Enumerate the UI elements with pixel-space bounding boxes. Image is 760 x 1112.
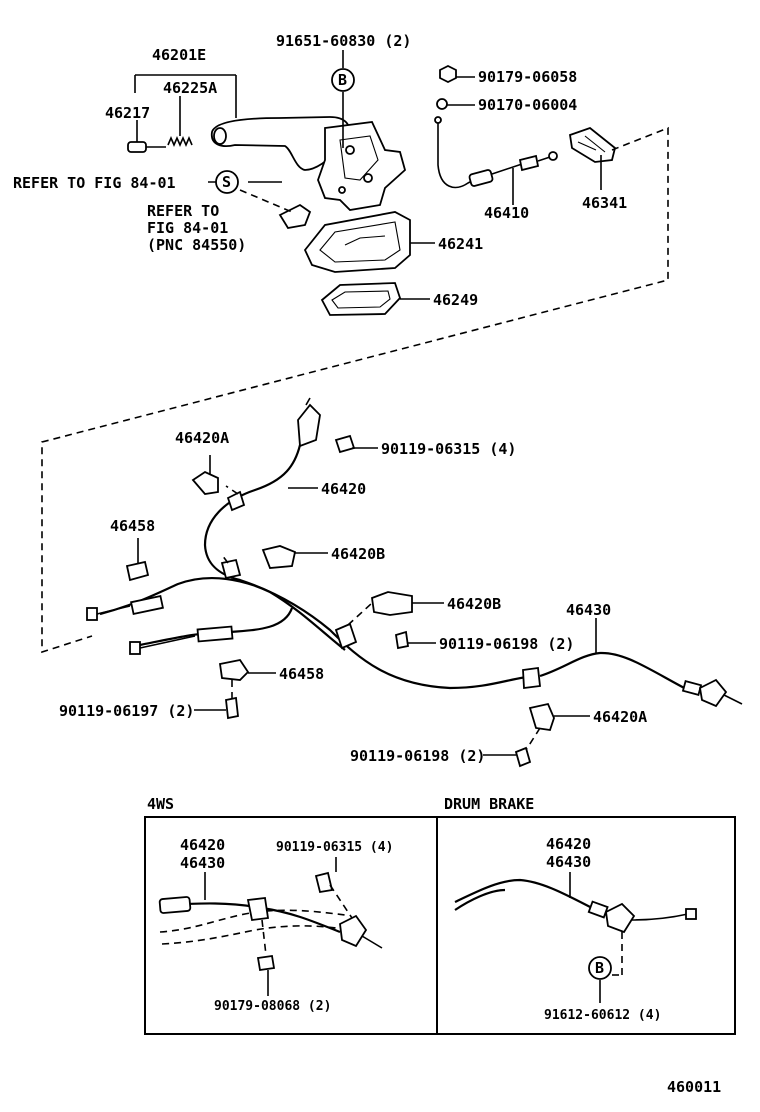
ref-b-label: B xyxy=(338,71,347,89)
inset-4ws-label-90179-08068: 90179-08068 (2) xyxy=(214,999,331,1014)
label-46201E: 46201E xyxy=(152,46,206,64)
label-46420A-bot: 46420A xyxy=(593,708,647,726)
inset-4ws-label-90119-06315: 90119-06315 (4) xyxy=(276,840,393,855)
label-46420A-top: 46420A xyxy=(175,429,229,447)
label-pnc-84550: (PNC 84550) xyxy=(147,236,246,254)
label-46420: 46420 xyxy=(321,480,366,498)
inset-drum-label-91612: 91612-60612 (4) xyxy=(544,1008,661,1023)
label-46420B-1: 46420B xyxy=(331,545,385,563)
label-46430: 46430 xyxy=(566,601,611,619)
ref-s-circle xyxy=(215,170,239,194)
label-fig-84-01: FIG 84-01 xyxy=(147,219,228,237)
ref-s-label: S xyxy=(222,173,231,191)
inset-drum-ref-b-circle xyxy=(588,956,612,980)
label-refer-to: REFER TO xyxy=(147,202,219,220)
lever-assembly xyxy=(127,64,617,316)
label-90119-06198-b: 90119-06198 (2) xyxy=(350,747,485,765)
label-46341: 46341 xyxy=(582,194,627,212)
inset-drum xyxy=(454,872,697,1003)
inset-4ws-label-46430: 46430 xyxy=(180,854,225,872)
label-90179-06058: 90179-06058 xyxy=(478,68,577,86)
inset-drum-label-46420: 46420 xyxy=(546,835,591,853)
inset-drum-ref-b: B xyxy=(595,959,604,977)
label-46420B-2: 46420B xyxy=(447,595,501,613)
inset-frame xyxy=(144,816,736,1035)
label-46458-bot: 46458 xyxy=(279,665,324,683)
inset-4ws-label-46420: 46420 xyxy=(180,836,225,854)
label-91651-60830: 91651-60830 (2) xyxy=(276,32,411,50)
inset-4ws xyxy=(158,857,383,996)
label-refer-fig-84-01: REFER TO FIG 84-01 xyxy=(13,174,176,192)
inset-4ws-title: 4WS xyxy=(147,795,174,813)
diagram-id: 460011 xyxy=(667,1078,721,1096)
label-90119-06315: 90119-06315 (4) xyxy=(381,440,516,458)
label-46217: 46217 xyxy=(105,104,150,122)
ref-b-circle xyxy=(331,68,355,92)
label-46225A: 46225A xyxy=(163,79,217,97)
label-90119-06197: 90119-06197 (2) xyxy=(59,702,194,720)
leaders-top xyxy=(134,50,602,300)
label-90119-06198-a: 90119-06198 (2) xyxy=(439,635,574,653)
label-90170-06004: 90170-06004 xyxy=(478,96,577,114)
inset-drum-label-46430: 46430 xyxy=(546,853,591,871)
leaders-middle xyxy=(137,447,597,756)
inset-drum-title: DRUM BRAKE xyxy=(444,795,534,813)
label-46458-top: 46458 xyxy=(110,517,155,535)
label-46241: 46241 xyxy=(438,235,483,253)
cable-assembly xyxy=(86,397,743,768)
dashed-outline xyxy=(41,126,669,654)
label-46410: 46410 xyxy=(484,204,529,222)
label-46249: 46249 xyxy=(433,291,478,309)
